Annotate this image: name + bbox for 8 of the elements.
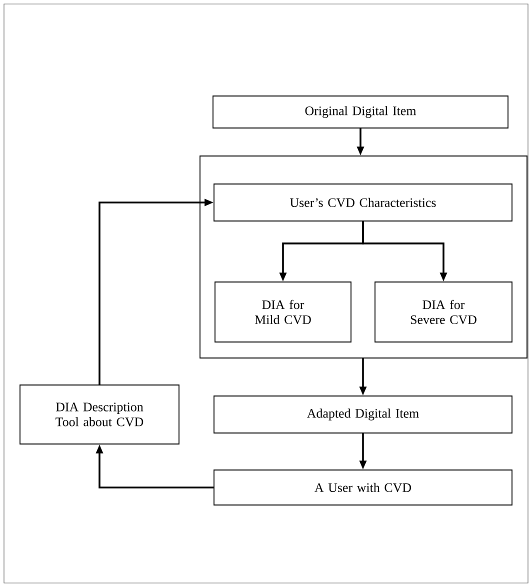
container-box (200, 156, 528, 358)
process-box: Adapted Digital Item (214, 396, 512, 434)
process-box: User’s CVD Characteristics (214, 184, 512, 222)
process-box: DIA for Mild CVD (214, 282, 352, 342)
process-box: Original Digital Item (212, 96, 508, 128)
process-box: DIA for Severe CVD (374, 282, 512, 342)
process-box: DIA Description Tool about CVD (20, 384, 180, 444)
process-box: A User with CVD (214, 470, 512, 506)
